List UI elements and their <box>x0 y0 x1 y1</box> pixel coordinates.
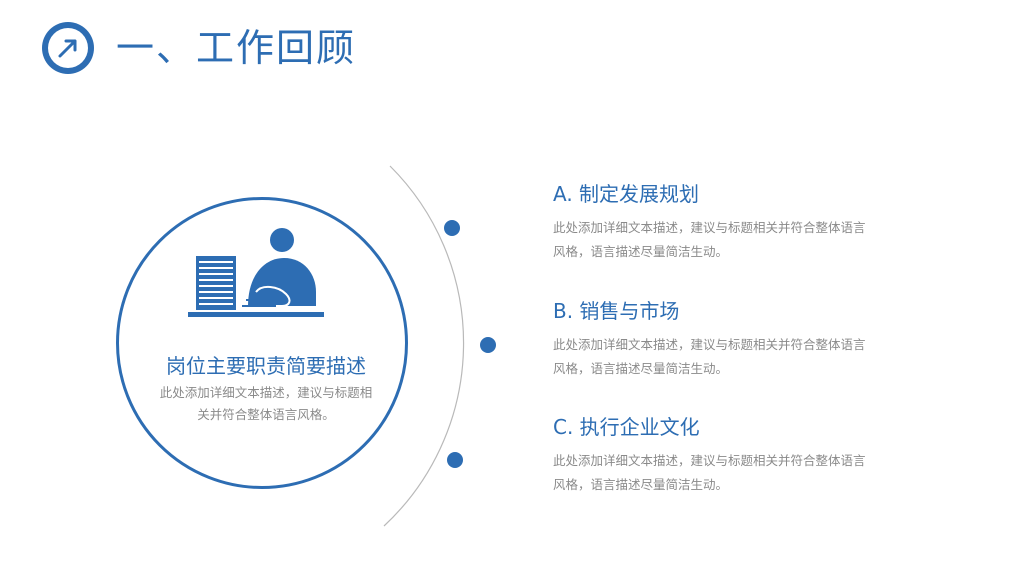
item-description: 此处添加详细文本描述，建议与标题相关并符合整体语言风格，语言描述尽量简洁生动。 <box>553 220 866 259</box>
item-title: B. 销售与市场 <box>553 299 680 323</box>
arc-line <box>383 165 465 527</box>
timeline-dot-b <box>480 337 496 353</box>
item-title: A. 制定发展规划 <box>553 182 700 206</box>
timeline-dot-a <box>444 220 460 236</box>
center-heading: 岗位主要职责简要描述 <box>166 354 366 378</box>
person-at-desk-icon <box>188 228 324 317</box>
item-description: 此处添加详细文本描述，建议与标题相关并符合整体语言风格，语言描述尽量简洁生动。 <box>553 453 866 492</box>
item-b: B. 销售与市场 此处添加详细文本描述，建议与标题相关并符合整体语言风格，语言描… <box>553 297 873 381</box>
item-title: C. 执行企业文化 <box>553 415 700 439</box>
item-c: C. 执行企业文化 此处添加详细文本描述，建议与标题相关并符合整体语言风格，语言… <box>553 413 873 497</box>
center-circle <box>116 197 408 489</box>
item-description: 此处添加详细文本描述，建议与标题相关并符合整体语言风格，语言描述尽量简洁生动。 <box>553 337 866 376</box>
center-description: 此处添加详细文本描述，建议与标题相关并符合整体语言风格。 <box>159 385 373 422</box>
item-a: A. 制定发展规划 此处添加详细文本描述，建议与标题相关并符合整体语言风格，语言… <box>553 180 873 264</box>
timeline-dot-c <box>447 452 463 468</box>
page-title: 一、工作回顾 <box>116 26 357 70</box>
arrow-up-right-icon <box>42 22 94 74</box>
